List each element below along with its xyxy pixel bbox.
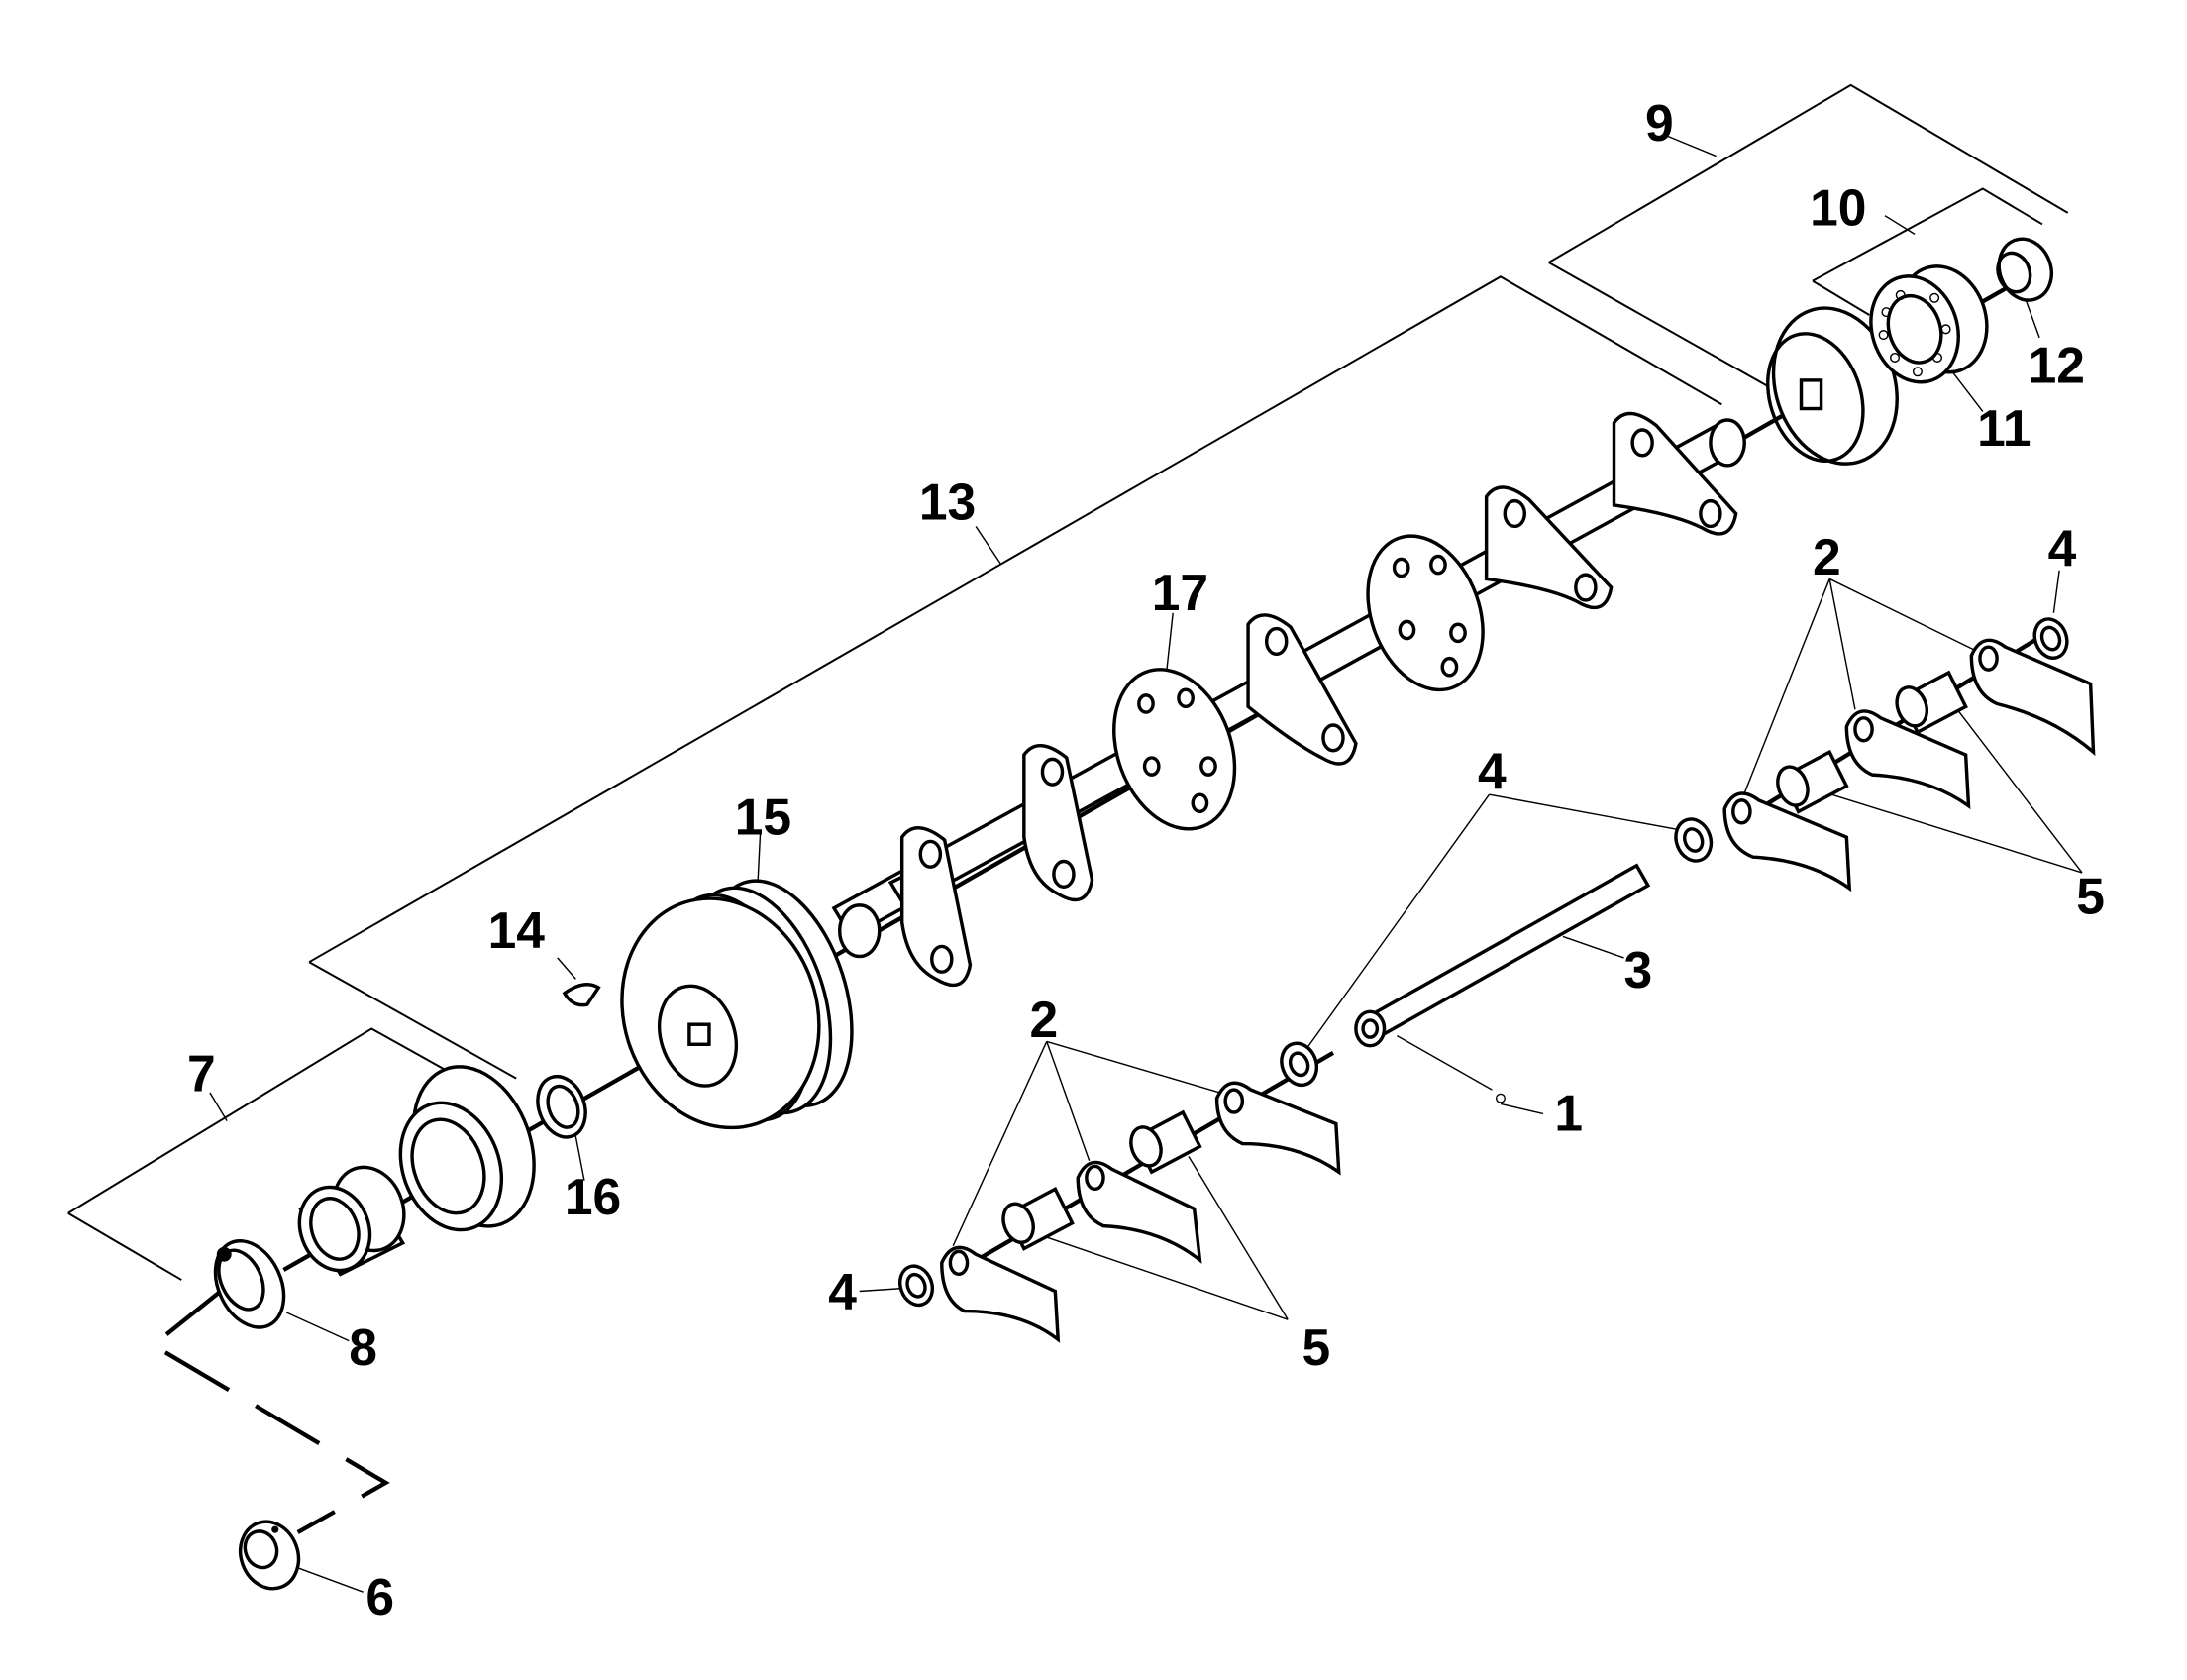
callout-7: 7 (187, 1045, 216, 1102)
callout-4-right: 4 (2048, 520, 2077, 578)
callout-1: 1 (1554, 1085, 1583, 1142)
callout-9: 9 (1645, 94, 1674, 152)
callout-14: 14 (488, 901, 546, 959)
set-collar (238, 1520, 301, 1591)
bracket-10 (1812, 187, 2043, 316)
callout-4-middle: 4 (1478, 742, 1507, 799)
flange-plates (899, 411, 1738, 988)
callout-labels: 1 2 2 3 4 4 4 5 5 6 7 8 9 10 11 12 13 14… (187, 94, 2105, 1626)
callout-8: 8 (349, 1318, 377, 1376)
callout-12: 12 (2029, 337, 2085, 394)
flange-plate (1484, 485, 1614, 610)
callout-5-lower: 5 (1302, 1318, 1330, 1376)
washer (897, 1264, 935, 1308)
bearing-sleeve (297, 1165, 406, 1277)
callout-6: 6 (365, 1568, 394, 1626)
callout-15: 15 (735, 788, 791, 845)
pivot-rod (1354, 863, 1651, 1048)
callout-3: 3 (1624, 941, 1653, 998)
bracket-13 (308, 275, 1722, 1080)
callout-5-upper: 5 (2076, 867, 2105, 924)
flange-disc (1366, 534, 1485, 692)
dashed-position-line (149, 1286, 390, 1534)
callout-2-upper: 2 (1813, 528, 1841, 585)
spacer-bushings (1001, 670, 1968, 1251)
bracket-9 (1548, 83, 2069, 387)
washer (1674, 817, 1714, 863)
callout-16: 16 (565, 1168, 621, 1225)
snap-ring (536, 1074, 587, 1139)
flange-disc (1112, 668, 1237, 831)
callout-11: 11 (1977, 399, 2031, 457)
callout-17: 17 (1152, 564, 1208, 621)
end-collar (1996, 237, 2053, 302)
callout-2-lower: 2 (1030, 991, 1059, 1048)
pulley (620, 879, 854, 1130)
ball-bearing (1869, 264, 1989, 384)
callout-13: 13 (919, 472, 976, 530)
flange-plate (1612, 411, 1738, 536)
cotter-pin (1495, 1093, 1506, 1103)
callout-10: 10 (1810, 179, 1866, 237)
flange-plate (1246, 613, 1358, 766)
flange-plate (1022, 744, 1094, 902)
flail-blades (940, 638, 2096, 1343)
washer (1280, 1041, 1319, 1088)
woodruff-key (562, 983, 601, 1007)
washer (2032, 617, 2069, 660)
flange-plate (899, 826, 973, 988)
bearing-housing (398, 1065, 536, 1232)
lock-collar (213, 1239, 286, 1329)
callout-4-left: 4 (828, 1263, 857, 1320)
